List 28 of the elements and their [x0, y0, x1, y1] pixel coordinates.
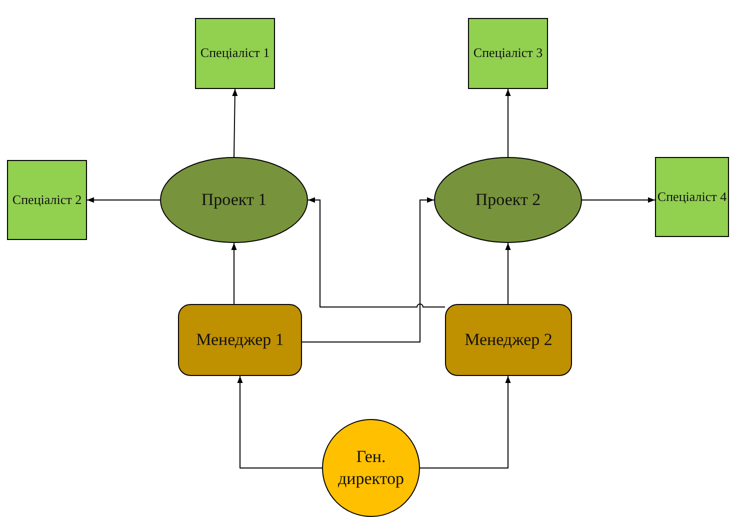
arrow [505, 88, 511, 158]
node-label: Ген. директор [336, 446, 406, 490]
specialist-box [7, 160, 87, 240]
manager-box [445, 304, 572, 376]
arrow [237, 376, 322, 468]
node-label: Спеціаліст 3 [473, 45, 543, 62]
node-label: Проект 2 [475, 188, 541, 211]
node-label: Проект 1 [201, 188, 267, 211]
arrow [308, 197, 446, 308]
node-label: Менеджер 2 [464, 328, 552, 351]
arrow [505, 242, 511, 304]
project-ellipse [160, 157, 308, 243]
node-label: Спеціаліст 4 [657, 188, 727, 206]
director-circle [322, 419, 420, 517]
specialist-box [195, 18, 275, 89]
arrow [582, 197, 656, 203]
specialist-box [655, 157, 729, 237]
arrow [86, 197, 160, 203]
node-label: Спеціаліст 1 [200, 45, 270, 62]
arrow [420, 376, 511, 468]
arrow [302, 197, 434, 342]
manager-box [178, 304, 302, 376]
arrow [231, 242, 237, 304]
node-label: Спеціаліст 2 [12, 192, 82, 208]
specialist-box [468, 18, 548, 89]
node-label: Менеджер 1 [196, 328, 284, 351]
project-ellipse [434, 157, 582, 243]
arrow [232, 88, 238, 158]
